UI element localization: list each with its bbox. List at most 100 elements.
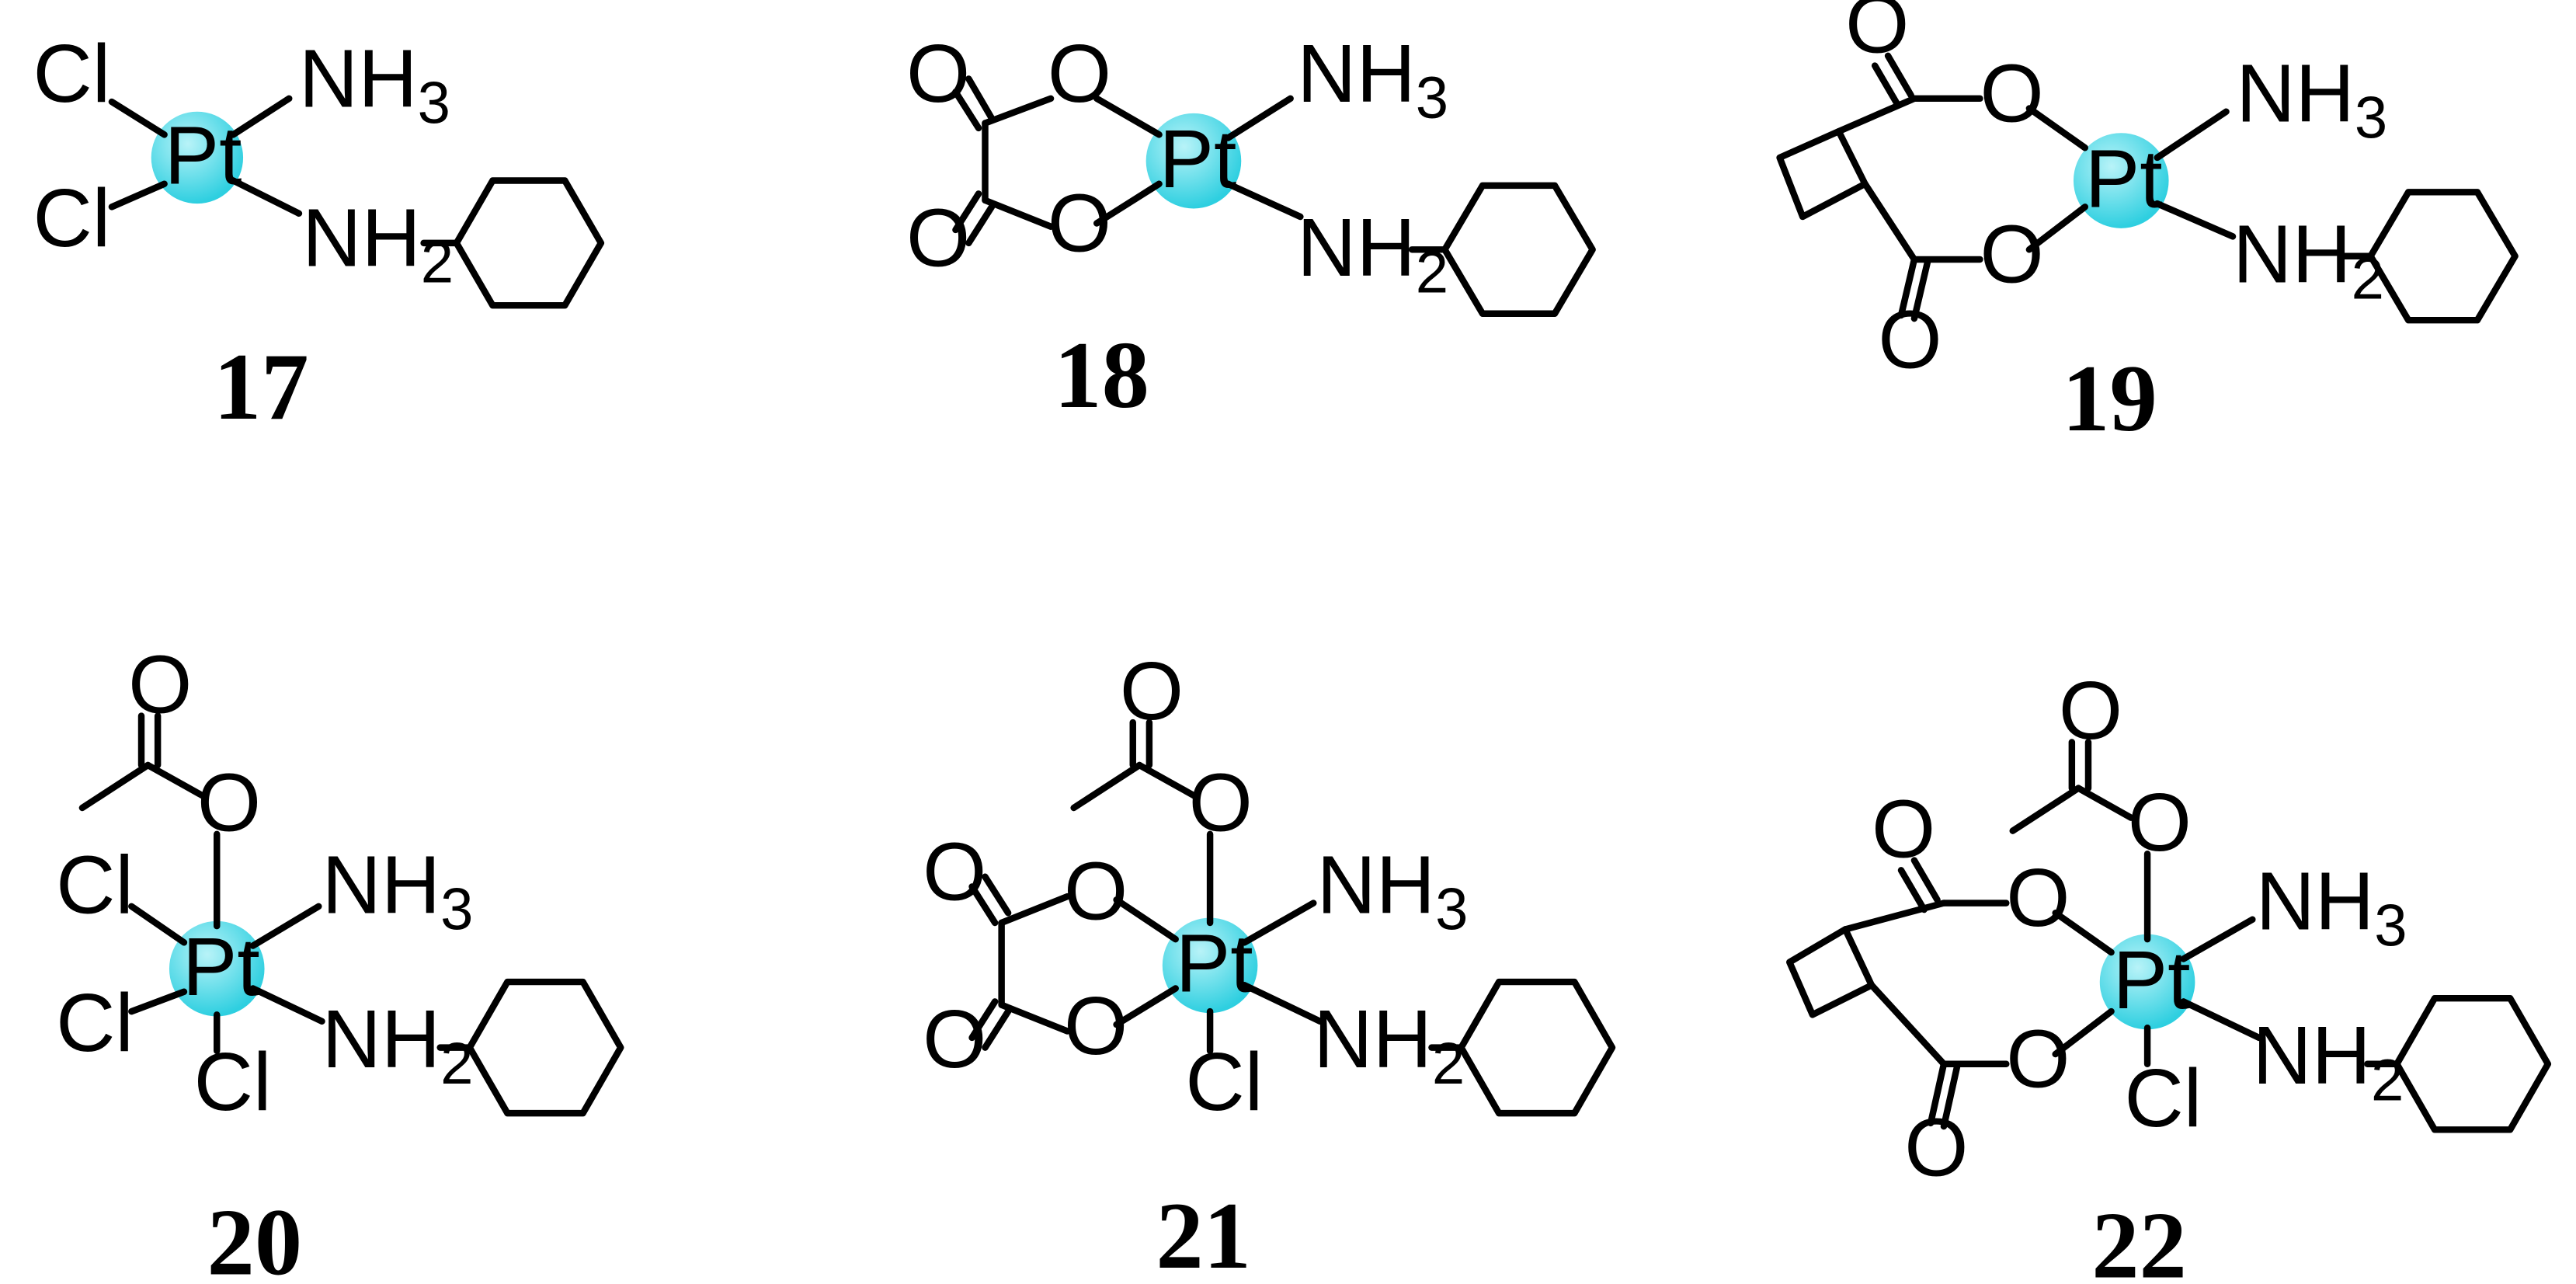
bond <box>1897 867 1928 913</box>
compound-number: 19 <box>2062 346 2157 451</box>
bond <box>2180 998 2263 1042</box>
bond <box>965 204 996 247</box>
bond <box>1241 899 1317 946</box>
cyclobutane-ring <box>1776 127 1869 221</box>
bond <box>952 89 982 132</box>
oxygen-label: O <box>923 993 986 1085</box>
bond <box>2052 1007 2115 1058</box>
pt-highlight <box>169 920 265 1017</box>
pt-highlight <box>1145 113 1242 209</box>
bond <box>1910 857 1941 903</box>
bond <box>982 197 1055 230</box>
pt-highlight <box>151 111 244 204</box>
bond <box>1113 985 1179 1028</box>
bond <box>128 988 188 1015</box>
bond <box>998 893 1071 927</box>
amine-label: NH3 <box>299 33 450 136</box>
oxygen-label: O <box>2006 852 2070 944</box>
amine-label: NH3 <box>2256 855 2407 959</box>
compound-number: 21 <box>1156 1183 1251 1284</box>
bond <box>1940 1063 1961 1130</box>
bond <box>128 903 188 946</box>
chloride-label: Cl <box>56 977 134 1069</box>
bond <box>998 1001 1071 1035</box>
bond <box>1868 982 1948 1067</box>
compound-22: O O O O O O Pt Cl NH3 NH2 22 <box>1786 665 2552 1284</box>
bond <box>1093 95 1163 138</box>
metal-label: Pt <box>2113 934 2191 1026</box>
amine-label: NH3 <box>1297 28 1448 131</box>
oxygen-label: O <box>2006 1013 2070 1105</box>
compound-number: 20 <box>207 1189 303 1284</box>
oxygen-label: O <box>1048 28 1111 120</box>
compound-number: 17 <box>214 334 309 440</box>
chloride-label: Cl <box>33 172 110 264</box>
chloride-label: Cl <box>2124 1053 2202 1144</box>
oxygen-label: O <box>1120 645 1184 737</box>
chloride-label: Cl <box>33 28 110 120</box>
amine-label: NH3 <box>2236 47 2387 151</box>
oxygen-label: O <box>1189 757 1253 849</box>
chloride-label: Cl <box>56 839 134 931</box>
chloride-label: Cl <box>1185 1036 1263 1128</box>
amine-label: NH3 <box>1316 839 1468 942</box>
oxygen-label: O <box>1048 177 1111 269</box>
amine-label: NH2 <box>1297 202 1448 305</box>
bond <box>968 998 999 1042</box>
compound-18: Pt O O O O NH3 NH2 18 <box>906 28 1596 428</box>
oxygen-label: O <box>923 826 986 917</box>
cyclohexane-ring <box>453 177 605 309</box>
oxygen-label: O <box>1064 846 1128 938</box>
oxygen-label: O <box>197 757 261 849</box>
metal-label: Pt <box>2085 133 2163 224</box>
bond <box>2154 200 2237 240</box>
bond <box>78 761 151 812</box>
amine-label: NH3 <box>322 839 474 942</box>
bond <box>2180 916 2256 962</box>
compound-20: O O Pt Cl Cl Cl NH3 NH2 20 <box>56 639 624 1284</box>
oxygen-label: O <box>1872 783 1935 875</box>
bond <box>1927 1060 1948 1127</box>
bond <box>108 180 168 211</box>
metal-label: Pt <box>183 921 260 1013</box>
oxygen-label: O <box>2128 777 2192 868</box>
amine-label: NH2 <box>302 192 454 295</box>
bond <box>1897 256 1918 319</box>
bond <box>249 985 325 1025</box>
bond <box>1093 180 1163 227</box>
amine-label: NH2 <box>2252 1010 2404 1113</box>
oxygen-label: O <box>906 28 970 120</box>
amine-label: NH2 <box>1313 993 1465 1097</box>
oxygen-label: O <box>2059 665 2122 757</box>
chloride-label: Cl <box>194 1036 272 1128</box>
compound-19: Pt O O O O NH3 NH2 19 <box>1776 0 2519 451</box>
cyclohexane-ring <box>2367 189 2519 324</box>
bond <box>1884 52 1914 99</box>
metal-label: Pt <box>1176 918 1253 1010</box>
pt-highlight <box>1162 917 1258 1014</box>
oxygen-label: O <box>1064 980 1128 1072</box>
bond <box>1241 982 1323 1025</box>
bond <box>2075 785 2135 821</box>
oxygen-label: O <box>1980 209 2043 301</box>
metal-label: Pt <box>165 110 242 202</box>
compound-21: O O O O O O Pt Cl NH3 NH2 21 <box>923 645 1616 1284</box>
oxygen-label: O <box>906 192 970 284</box>
cyclobutane-ring <box>1786 926 1876 1018</box>
bond <box>144 761 207 800</box>
oxygen-label: O <box>1904 1101 1968 1193</box>
bond <box>982 1007 1012 1051</box>
bond <box>1910 259 1931 322</box>
amine-label: NH2 <box>322 993 474 1097</box>
bond <box>2025 204 2088 253</box>
bond <box>2052 910 2115 956</box>
bond <box>1862 180 1918 263</box>
bond <box>1871 62 1902 109</box>
bond <box>249 903 322 949</box>
oxygen-label: O <box>1878 294 1942 385</box>
bond <box>1113 896 1179 943</box>
compound-17: Pt Cl Cl NH3 NH2 17 <box>33 28 605 440</box>
bond <box>2025 105 2088 151</box>
bond <box>1835 95 1918 135</box>
